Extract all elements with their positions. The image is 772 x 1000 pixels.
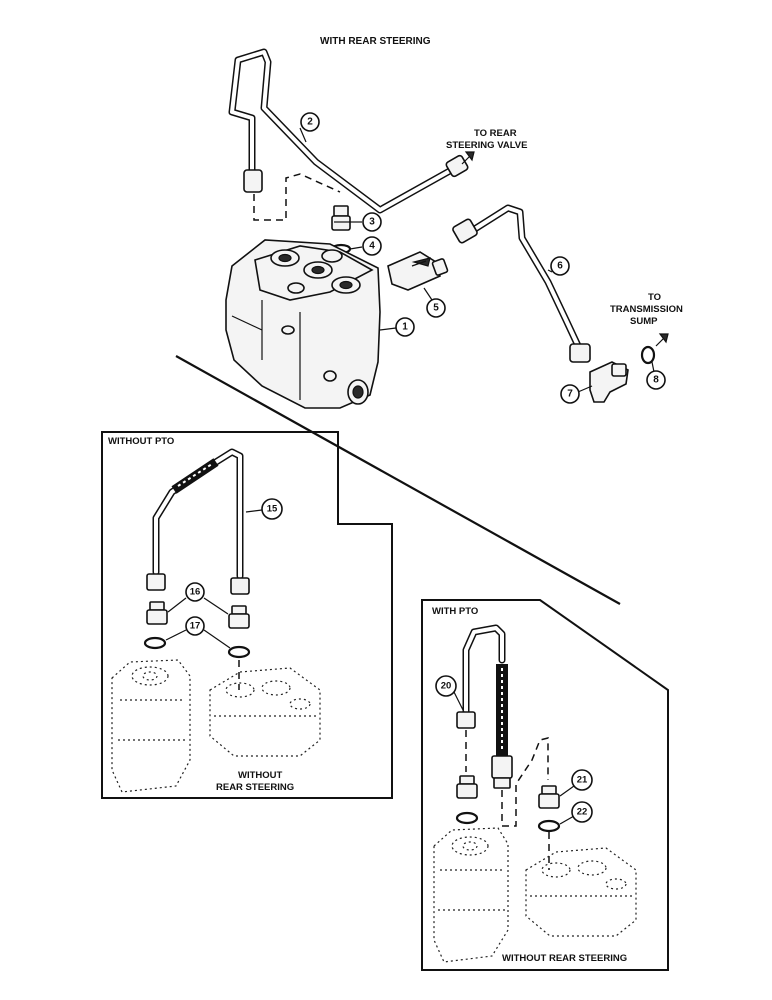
fitting-left-right-inset — [456, 775, 478, 799]
inset-with-pto-title: WITH PTO — [432, 606, 478, 617]
o-ring-8 — [640, 345, 656, 365]
callout-7-text: 7 — [567, 389, 573, 400]
callout-16-text: 16 — [190, 587, 201, 598]
o-ring-17a — [143, 636, 167, 650]
callout-20-text: 20 — [441, 681, 452, 692]
inset-without-pto-frame — [101, 431, 393, 799]
section-divider — [175, 355, 621, 605]
tube-2 — [228, 48, 469, 214]
callout-5 — [426, 298, 446, 318]
callout-7 — [560, 384, 580, 404]
inset-without-pto-title: WITHOUT PTO — [108, 436, 174, 447]
callout-1 — [395, 317, 415, 337]
relief-valve-5 — [387, 251, 449, 291]
to-trans-label-line2: TRANSMISSION — [610, 304, 683, 315]
inset-with-pto-frame — [421, 599, 669, 971]
assembly-path-hose — [501, 737, 549, 827]
diagram-title: WITH REAR STEERING — [320, 36, 431, 47]
callout-15-text: 15 — [267, 504, 278, 515]
callout-16 — [185, 582, 205, 602]
tube-20 — [456, 624, 506, 729]
to-rear-label-line1: TO REAR — [474, 128, 517, 139]
arrow-to-sump — [655, 337, 665, 347]
callout-17 — [185, 616, 205, 636]
callout-6 — [550, 256, 570, 276]
fittings-16 — [146, 601, 250, 629]
arrow-head-sump — [658, 333, 669, 344]
inset-right-footer: WITHOUT REAR STEERING — [502, 953, 627, 964]
callout-21 — [571, 769, 593, 791]
callout-20 — [435, 675, 457, 697]
assembly-path-2 — [253, 173, 341, 221]
inset-left-footer-line1: WITHOUT — [238, 770, 283, 781]
callout-4 — [362, 236, 382, 256]
to-rear-label-line2: STEERING VALVE — [446, 140, 527, 151]
o-ring-22 — [537, 819, 561, 833]
callout-22 — [571, 801, 593, 823]
fitting-21 — [538, 785, 560, 809]
hose-15 — [146, 448, 250, 595]
callout-4-text: 4 — [369, 241, 375, 252]
arrow-head-rear — [464, 151, 475, 162]
callout-8-text: 8 — [653, 375, 659, 386]
callout-21-text: 21 — [577, 775, 588, 786]
elbow-fitting-7 — [589, 361, 629, 403]
hose-with-pto — [491, 664, 513, 789]
tube-6 — [452, 204, 591, 363]
callout-22-text: 22 — [577, 807, 588, 818]
callout-6-text: 6 — [557, 261, 563, 272]
valve-body-1 — [225, 239, 381, 409]
ghost-valve-right — [433, 827, 637, 963]
arrow-to-rear — [461, 155, 471, 165]
callout-8 — [646, 370, 666, 390]
callout-15 — [261, 498, 283, 520]
callout-1-text: 1 — [402, 322, 408, 333]
inset-left-footer-line2: REAR STEERING — [216, 782, 294, 793]
to-trans-label-line1: TO — [648, 292, 661, 303]
callout-17-text: 17 — [190, 621, 201, 632]
callout-2-text: 2 — [307, 117, 313, 128]
ghost-valve-left — [111, 659, 321, 793]
o-ring-17b — [227, 645, 251, 659]
fitting-3 — [331, 205, 351, 231]
o-ring-right-left — [455, 811, 479, 825]
to-trans-label-line3: SUMP — [630, 316, 658, 327]
callout-3 — [362, 212, 382, 232]
callout-5-text: 5 — [433, 303, 439, 314]
callout-3-text: 3 — [369, 217, 375, 228]
callout-2 — [300, 112, 320, 132]
